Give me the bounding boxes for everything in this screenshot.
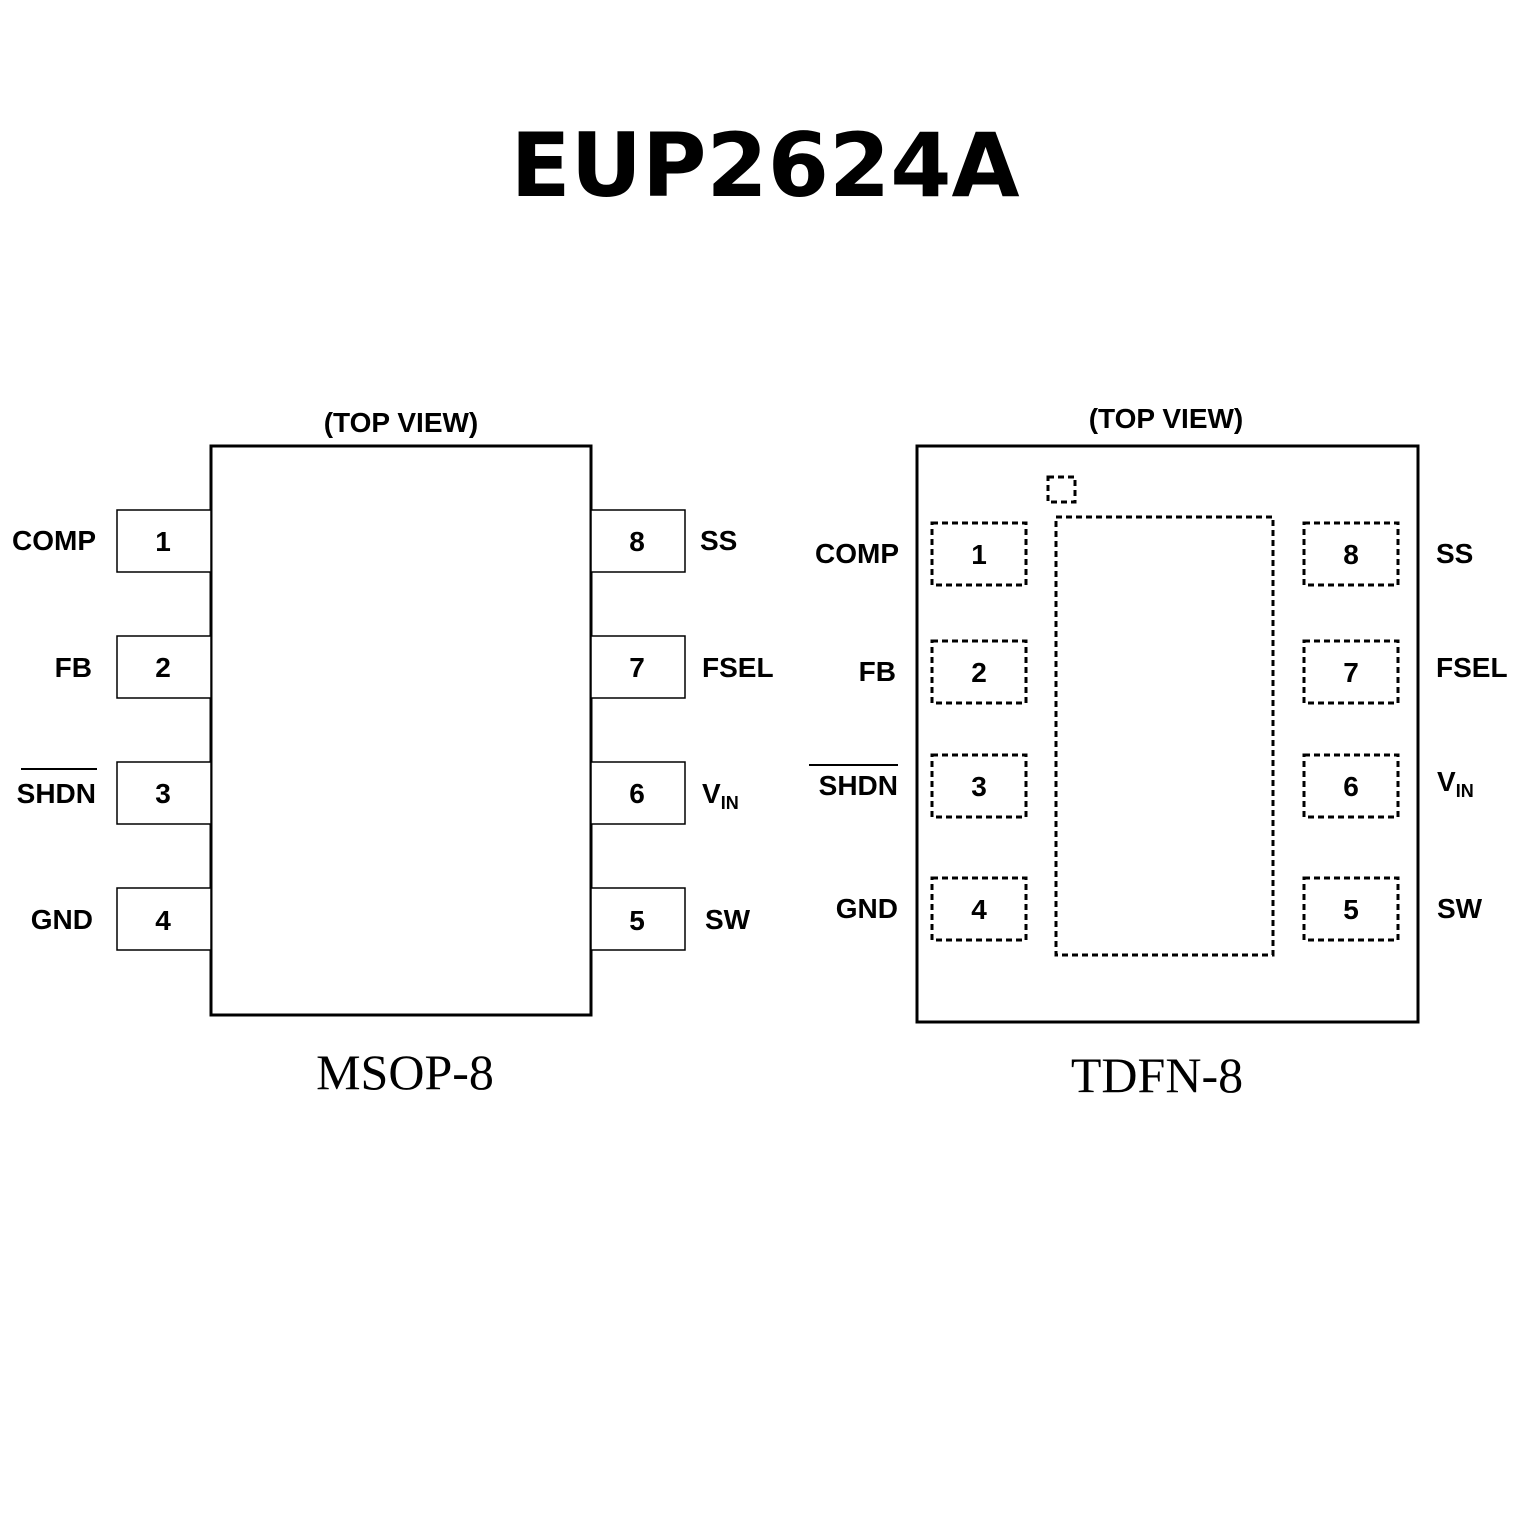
pin-label: FSEL [1436, 652, 1508, 683]
tdfn-pin-6 [1302, 753, 1400, 819]
tdfn8-package: (TOP VIEW) 1 2 3 4 5 6 7 8 COMP FB SHDN … [809, 403, 1508, 1103]
tdfn-pin-2 [930, 639, 1028, 705]
msop8-package: (TOP VIEW) 1 2 3 4 5 6 7 8 COMP FB SHDN … [12, 407, 774, 1100]
pin-number: 8 [1343, 539, 1359, 570]
msop-pin-3 [116, 761, 212, 825]
pin-label: FB [55, 652, 92, 683]
pin-number: 4 [971, 894, 987, 925]
pin-label: VIN [1437, 766, 1474, 801]
pin-number: 2 [971, 657, 987, 688]
pin-number: 6 [1343, 771, 1359, 802]
pin-label: SHDN [17, 778, 96, 809]
msop-pin-1 [116, 509, 212, 573]
msop-pin-2 [116, 635, 212, 699]
exposed-pad [1054, 515, 1275, 957]
pin-label: COMP [12, 525, 96, 556]
pin-number: 7 [1343, 657, 1359, 688]
pin-label: VIN [702, 778, 739, 813]
pin-number: 5 [629, 905, 645, 936]
pin-number: 1 [155, 526, 171, 557]
msop-pin-5 [590, 887, 686, 951]
pin-number: 6 [629, 778, 645, 809]
tdfn-top-view-label: (TOP VIEW) [1089, 403, 1244, 434]
pin-label: GND [31, 904, 93, 935]
pin-number: 3 [971, 771, 987, 802]
msop-package-name: MSOP-8 [316, 1044, 494, 1100]
tdfn-pin-4 [930, 876, 1028, 942]
pin-number: 8 [629, 526, 645, 557]
pin-label: SW [1437, 893, 1483, 924]
pin1-marker [1046, 475, 1077, 504]
msop-pin-7 [590, 635, 686, 699]
pin-number: 7 [629, 652, 645, 683]
pin-label: SW [705, 904, 751, 935]
tdfn-pin-5 [1302, 876, 1400, 942]
pin-label: SS [700, 525, 737, 556]
pin-number: 5 [1343, 894, 1359, 925]
page-title: EUP2624A [510, 114, 1019, 217]
tdfn-pin-1 [930, 521, 1028, 587]
msop-pin-8 [590, 509, 686, 573]
msop-pin-6 [590, 761, 686, 825]
pin-label: FB [859, 656, 896, 687]
pin-label: GND [836, 893, 898, 924]
pin-label: SS [1436, 538, 1473, 569]
msop-pin-4 [116, 887, 212, 951]
pin-number: 2 [155, 652, 171, 683]
msop-body [209, 444, 593, 1017]
msop-top-view-label: (TOP VIEW) [324, 407, 479, 438]
pin-number: 3 [155, 778, 171, 809]
pin-number: 1 [971, 539, 987, 570]
tdfn-pin-8 [1302, 521, 1400, 587]
pin-number: 4 [155, 905, 171, 936]
tdfn-pin-3 [930, 753, 1028, 819]
pin-label: COMP [815, 538, 899, 569]
pin-label: SHDN [819, 770, 898, 801]
pin-label: FSEL [702, 652, 774, 683]
tdfn-body [915, 444, 1420, 1024]
tdfn-package-name: TDFN-8 [1071, 1047, 1243, 1103]
tdfn-pin-7 [1302, 639, 1400, 705]
